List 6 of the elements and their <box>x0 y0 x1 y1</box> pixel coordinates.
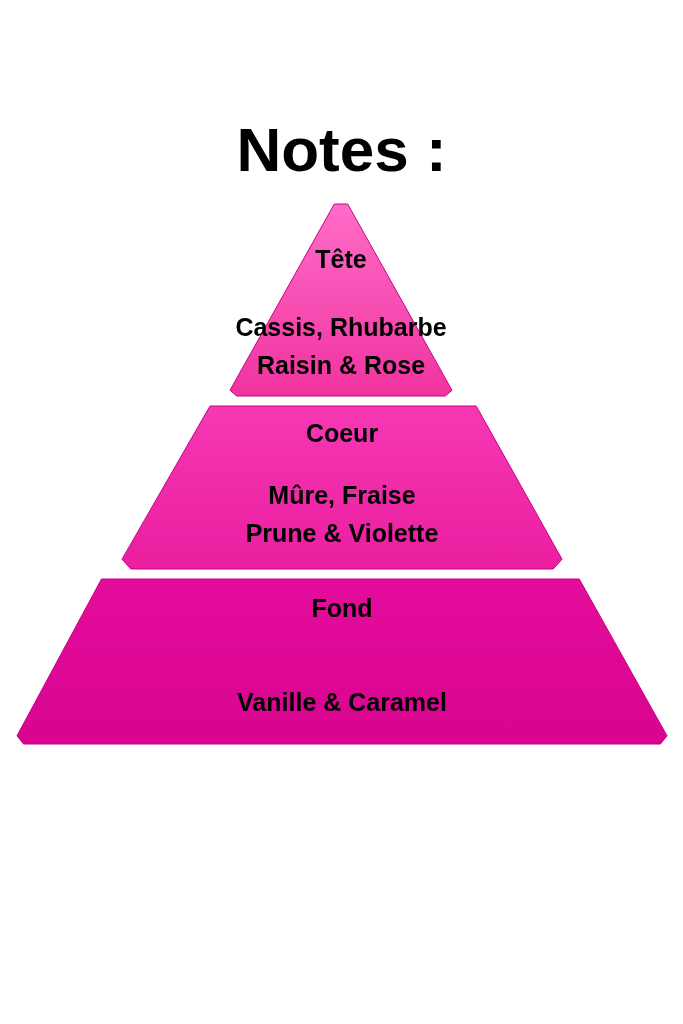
page-title: Notes : <box>235 114 448 186</box>
tier-heading: Fond <box>310 593 374 624</box>
tier-heading: Coeur <box>304 418 380 449</box>
tier-notes: Vanille & Caramel <box>236 687 448 718</box>
tier-heading: Tête <box>314 244 368 275</box>
tier-notes: Mûre, Fraise Prune & Violette <box>244 480 440 549</box>
